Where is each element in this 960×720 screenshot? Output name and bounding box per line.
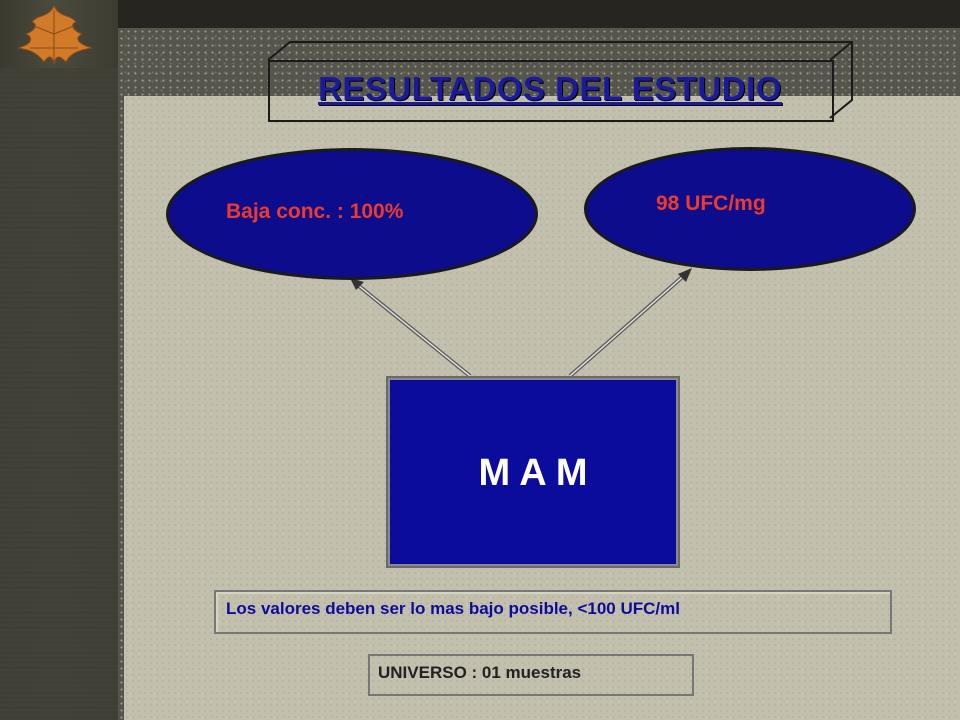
autumn-leaf-icon [17,4,93,65]
left-ellipse-label: Baja conc. : 100% [226,200,404,223]
right-ellipse-label: 98 UFC/mg [656,192,766,215]
title-box-depth-corner [829,41,853,61]
note-text: Los valores deben ser lo mas bajo posibl… [226,599,680,618]
universe-box [368,654,694,696]
title-box [268,60,834,122]
arrow-to-right-ellipse [568,268,692,378]
universe-text: UNIVERSO : 01 muestras [378,663,582,682]
right-result-ellipse [584,147,916,271]
top-dark-strip [118,0,960,32]
mam-box [386,376,680,568]
left-band-texture [0,68,118,720]
slide-title: RESULTADOS DEL ESTUDIO [318,70,782,107]
note-box [214,590,892,634]
arrow-to-left-ellipse [350,278,472,378]
left-decorative-band [0,0,118,720]
mam-label: M A M [478,452,588,494]
left-result-ellipse [166,148,538,280]
